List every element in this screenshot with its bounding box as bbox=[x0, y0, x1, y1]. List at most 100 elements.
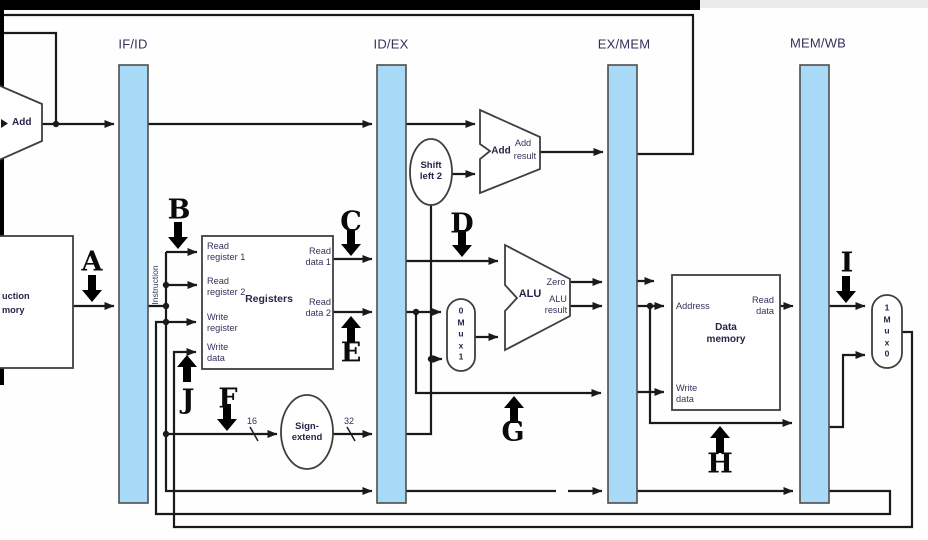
junction-dots bbox=[52, 120, 654, 438]
bit-width-16: 16 bbox=[246, 416, 258, 426]
alu-mux-x: x bbox=[458, 339, 464, 350]
alu-result-line1: ALU bbox=[549, 293, 567, 304]
branch-adder-label: Add bbox=[491, 145, 511, 157]
instruction-bus-wire bbox=[164, 252, 373, 495]
stage-label-ifid: IF/ID bbox=[118, 36, 148, 52]
stage-label-idex: ID/EX bbox=[373, 36, 409, 52]
alu-mux-u: u bbox=[458, 328, 464, 339]
alu-mux-0: 0 bbox=[458, 305, 464, 316]
write-back-mux-label: 1 M u x 0 bbox=[883, 302, 890, 360]
registers-box bbox=[201, 235, 334, 370]
read-data2-branch-wire bbox=[414, 312, 602, 397]
memory-write-data-line1: Write bbox=[676, 383, 698, 393]
alu-shape bbox=[504, 243, 571, 352]
alu-src-mux-label: 0 M u x 1 bbox=[457, 305, 464, 363]
read-register1-line1: Read bbox=[207, 241, 229, 251]
marker-h-arrow-up bbox=[710, 426, 730, 453]
read-data1-line1: Read bbox=[309, 246, 331, 256]
wb-mux-0: 0 bbox=[884, 348, 890, 359]
marker-a-arrow-down bbox=[82, 275, 102, 302]
marker-letter-h: H bbox=[707, 448, 733, 480]
read-register1-line2: register 1 bbox=[207, 251, 246, 262]
instruction-bus-label: Instruction bbox=[150, 265, 160, 305]
read-data-line1: Read bbox=[752, 295, 774, 305]
read-data2-label: Read data 2 bbox=[305, 297, 331, 318]
write-register-line1: Write bbox=[207, 312, 229, 322]
branch-adder-result-line1: Add bbox=[514, 137, 532, 148]
read-data-line2: data bbox=[756, 305, 774, 316]
window-top-bar-light bbox=[700, 0, 928, 8]
wb-mux-u: u bbox=[884, 325, 890, 336]
junction-dot bbox=[162, 281, 170, 289]
shift-left-2-label: Shift left 2 bbox=[420, 160, 442, 182]
if-adder-input-arrowhead bbox=[1, 119, 8, 128]
read-register2-label: Read register 2 bbox=[207, 276, 245, 297]
marker-letter-d: D bbox=[450, 208, 474, 240]
branch-adder-shape bbox=[479, 108, 541, 195]
read-register2-line1: Read bbox=[207, 276, 229, 286]
bypass-to-wbmux-wire bbox=[829, 351, 866, 429]
marker-letter-j: J bbox=[181, 384, 195, 416]
width-tick-16 bbox=[249, 426, 259, 442]
stage-label-exmem: EX/MEM bbox=[597, 36, 651, 52]
idex-register-bar bbox=[376, 64, 407, 504]
marker-letter-b: B bbox=[167, 194, 191, 226]
bit-width-32: 32 bbox=[343, 416, 355, 426]
alu-result-bypass-wire bbox=[648, 306, 793, 427]
data-memory-address-label: Address bbox=[676, 301, 710, 311]
instruction-memory-box bbox=[0, 235, 74, 369]
wires bbox=[4, 13, 914, 529]
marker-e-arrow-up bbox=[341, 316, 361, 343]
data-memory-title-line2: memory bbox=[706, 334, 746, 345]
instruction-memory-label-line1: uction bbox=[2, 291, 30, 301]
sign-extend-oval bbox=[280, 394, 334, 470]
write-register-label: Write register bbox=[207, 312, 238, 333]
marker-i-arrow-down bbox=[836, 276, 856, 303]
data-memory-title: Data memory bbox=[707, 322, 746, 346]
marker-arrows bbox=[82, 222, 856, 453]
write-back-mux-shape bbox=[871, 294, 903, 369]
pc-plus4-to-mux-wire bbox=[4, 31, 58, 124]
junction-dot bbox=[412, 308, 420, 316]
junction-dot bbox=[52, 120, 60, 128]
junction-dot bbox=[162, 318, 170, 326]
read-data2-line1: Read bbox=[309, 297, 331, 307]
marker-letter-g: G bbox=[501, 416, 525, 448]
read-data2-line2: data 2 bbox=[305, 307, 331, 318]
ifid-register-bar bbox=[118, 64, 149, 504]
write-data-line2: data bbox=[207, 352, 225, 363]
write-register-return-wire bbox=[154, 318, 892, 516]
marker-letter-f: F bbox=[218, 383, 238, 415]
marker-f-arrow-down bbox=[217, 404, 237, 431]
junction-dot bbox=[162, 302, 170, 310]
marker-c-arrow-down bbox=[341, 229, 361, 256]
read-register2-line2: register 2 bbox=[207, 286, 246, 297]
alu-mux-1: 1 bbox=[458, 351, 464, 362]
write-data-line1: Write bbox=[207, 342, 229, 352]
data-memory-write-data-label: Write data bbox=[676, 383, 697, 404]
data-memory-title-line1: Data bbox=[715, 322, 737, 333]
wb-mux-x: x bbox=[884, 336, 890, 347]
alu-zero-label: Zero bbox=[546, 276, 566, 287]
memwb-register-bar bbox=[799, 64, 830, 504]
window-top-bar bbox=[0, 0, 700, 10]
function-units bbox=[0, 84, 903, 470]
alu-mux-m: M bbox=[457, 316, 465, 327]
shift-left-2-line2: left 2 bbox=[419, 171, 443, 182]
branch-adder-result-line2: result bbox=[513, 150, 537, 161]
alu-src-mux-shape bbox=[446, 298, 476, 372]
registers-title: Registers bbox=[245, 293, 293, 305]
memory-write-data-line2: data bbox=[676, 393, 694, 404]
shift-left-2-oval bbox=[409, 138, 453, 206]
marker-letter-a: A bbox=[81, 246, 103, 278]
read-register1-label: Read register 1 bbox=[207, 241, 245, 262]
wb-mux-1: 1 bbox=[884, 302, 890, 313]
wb-mux-m: M bbox=[883, 313, 891, 324]
exmem-register-bar bbox=[607, 64, 638, 504]
stage-label-memwb: MEM/WB bbox=[789, 35, 847, 51]
window-left-edge bbox=[0, 0, 4, 385]
junction-dot bbox=[427, 355, 435, 363]
sign-extend-label: Sign- extend bbox=[292, 421, 323, 443]
